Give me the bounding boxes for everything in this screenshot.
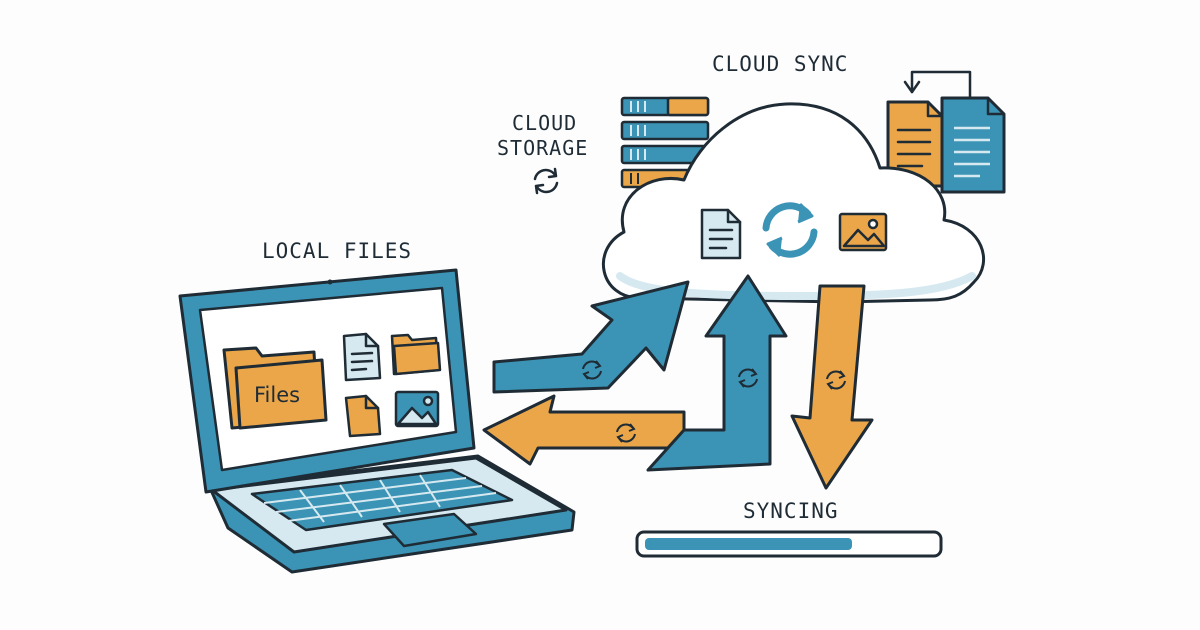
sync-icon (738, 368, 758, 388)
server-unit (620, 120, 710, 141)
sync-icon (826, 370, 846, 390)
progress-fill (645, 538, 852, 550)
document-icon (700, 208, 742, 260)
cloud-sync-label: CLOUD SYNC (712, 52, 848, 76)
laptop-icon: Files (178, 268, 576, 574)
image-icon (838, 212, 888, 252)
server-unit (620, 144, 710, 165)
document-icon (940, 96, 1006, 194)
folder-icon: Files (222, 346, 328, 430)
keyboard (250, 468, 514, 532)
folder-icon (390, 333, 442, 376)
sync-up-arrow (646, 274, 788, 472)
local-files-label: LOCAL FILES (262, 239, 412, 263)
sync-down-arrow (790, 284, 874, 490)
cloud-icon (601, 102, 985, 304)
touchpad (382, 512, 478, 548)
image-icon (394, 390, 440, 428)
syncing-progress-bar (635, 530, 943, 558)
folder-label: Files (254, 383, 300, 407)
sync-icon (582, 360, 602, 380)
cloud-storage-label-line2: STORAGE (497, 136, 588, 160)
sync-icon (533, 167, 559, 195)
cloud-storage-label-line1: CLOUD (512, 111, 577, 135)
upload-arrow (492, 280, 690, 394)
server-unit (620, 96, 710, 117)
download-arrow (482, 394, 686, 466)
syncing-label: SYNCING (743, 499, 839, 523)
document-icon (344, 394, 382, 438)
sync-icon (762, 202, 818, 258)
document-icon (342, 332, 382, 382)
sync-icon (616, 423, 636, 443)
